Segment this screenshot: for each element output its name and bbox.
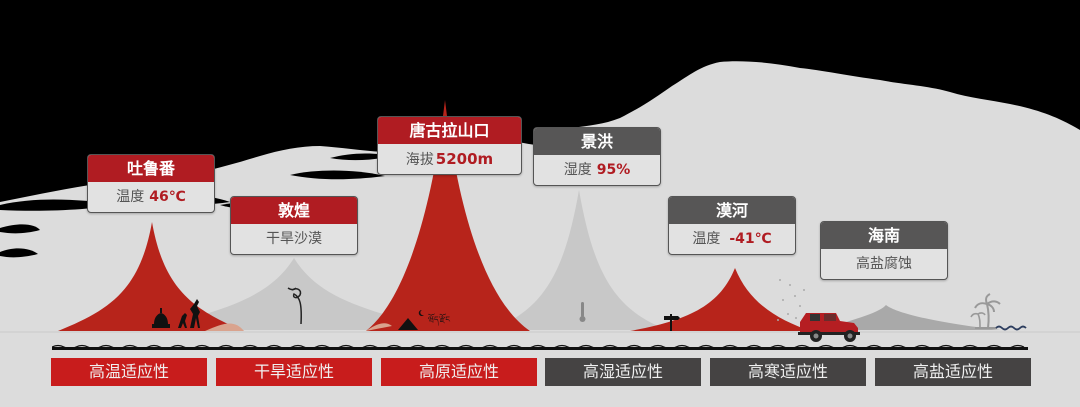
mountain-jinghong — [490, 190, 668, 330]
location-name: 敦煌 — [231, 197, 357, 224]
label-high-temperature: 高温适应性 — [51, 358, 207, 386]
metric-value: -41℃ — [729, 231, 772, 247]
ink-sky — [0, 0, 1080, 202]
location-name: 唐古拉山口 — [378, 117, 521, 144]
mountain-turpan — [58, 222, 244, 331]
location-name: 海南 — [821, 222, 947, 249]
red-suv-icon — [798, 313, 860, 342]
tent-tibetan-script-icon: ཝོད་རྫོང — [398, 309, 450, 330]
metric-value: 46℃ — [149, 189, 186, 205]
location-card-dunhuang: 敦煌 干旱沙漠 — [230, 196, 358, 255]
label-extreme-cold: 高寒适应性 — [710, 358, 866, 386]
location-card-hainan: 海南 高盐腐蚀 — [820, 221, 948, 280]
metric-label: 海拔 — [405, 152, 434, 168]
location-description: 高盐腐蚀 — [856, 256, 912, 272]
label-high-salt: 高盐适应性 — [875, 358, 1031, 386]
mountain-hainan — [820, 305, 1000, 330]
location-card-mohe: 漠河 温度 -41℃ — [668, 196, 796, 255]
label-drought: 干旱适应性 — [216, 358, 372, 386]
metric-value: 95% — [596, 162, 631, 178]
metric-value: 5200m — [435, 150, 494, 168]
metric-label: 温度 — [692, 231, 721, 247]
label-high-humidity: 高湿适应性 — [545, 358, 701, 386]
flying-apsara-icon — [287, 287, 302, 325]
palm-trees-waves-icon — [970, 293, 1027, 331]
thermometer-icon — [579, 302, 586, 322]
location-description: 干旱沙漠 — [266, 231, 322, 247]
metric-label: 湿度 — [563, 162, 592, 178]
stupa-dancers-icon — [152, 299, 200, 328]
svg-text:ཝོད་རྫོང: ཝོད་རྫོང — [428, 313, 450, 326]
road-divider — [52, 344, 1028, 350]
label-plateau: 高原适应性 — [381, 358, 537, 386]
signpost-icon — [664, 314, 680, 331]
mountain-mohe — [630, 268, 810, 331]
mountain-tanggula — [366, 100, 530, 331]
metric-label: 温度 — [116, 189, 145, 205]
snow-particles — [777, 279, 805, 321]
location-metric: 温度 -41℃ — [669, 224, 795, 254]
location-name: 吐鲁番 — [88, 155, 214, 182]
location-name: 景洪 — [534, 128, 660, 155]
location-name: 漠河 — [669, 197, 795, 224]
